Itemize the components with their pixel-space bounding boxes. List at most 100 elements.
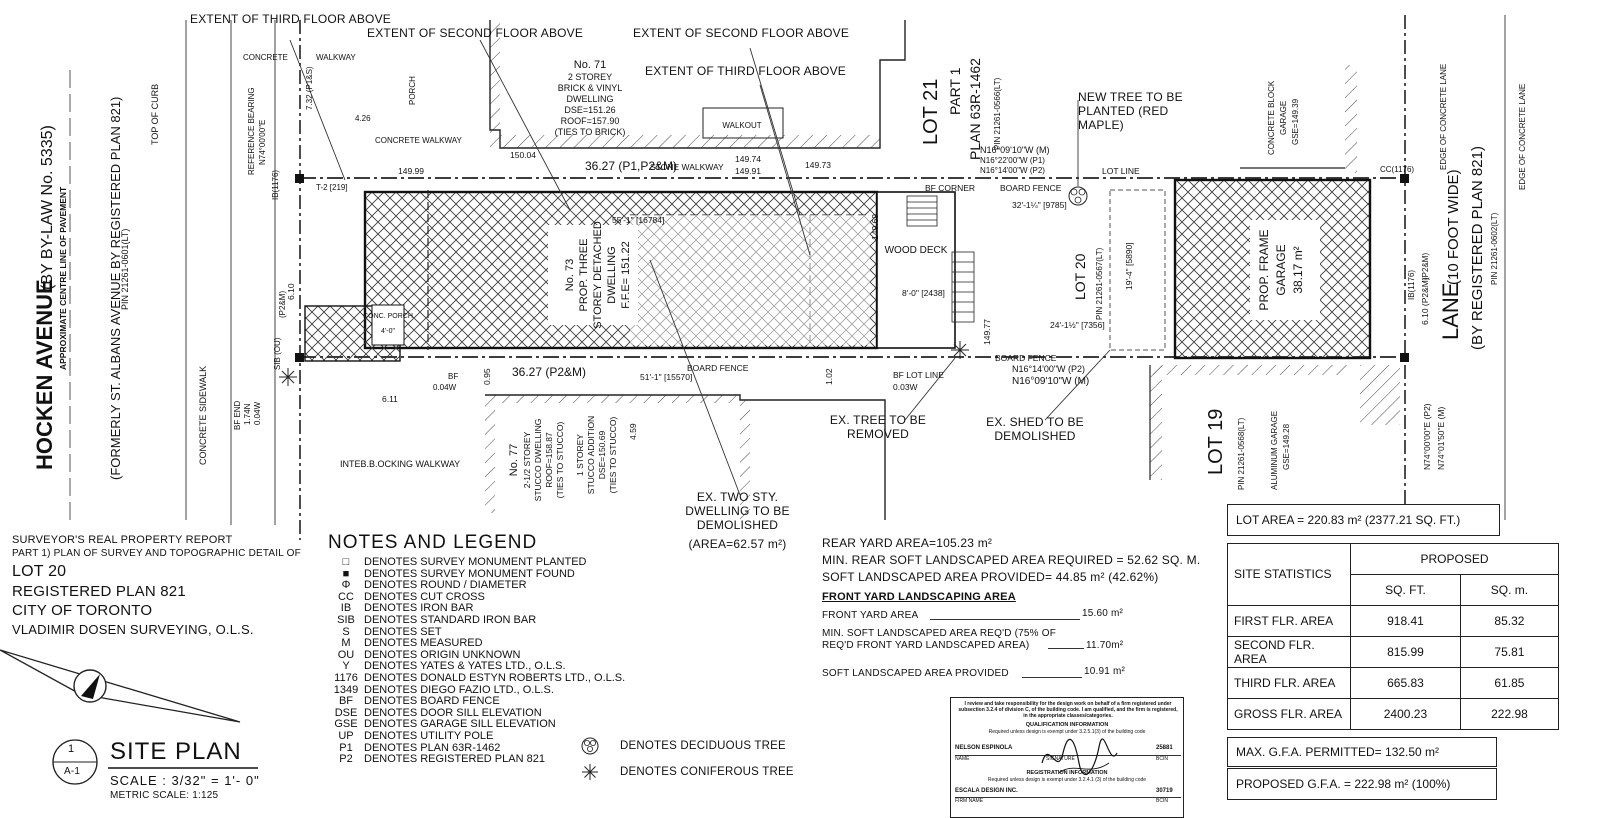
bearing-top-1: N16°22'00"W (P1) bbox=[980, 156, 1045, 165]
designer-name: NELSON ESPINOLA bbox=[955, 745, 1013, 751]
no77-line-3: ROOF=158.87 bbox=[544, 432, 554, 488]
front-yard-title: FRONT YARD LANDSCAPING AREA bbox=[822, 591, 1016, 603]
title-number: 1 bbox=[68, 743, 75, 755]
callout-ex-shed: EX. SHED TO BE DEMOLISHED bbox=[986, 415, 1084, 443]
leader-lines bbox=[289, 39, 1111, 496]
proposed-gfa: PROPOSED G.F.A. = 222.98 m² (100%) bbox=[1236, 777, 1451, 791]
dim-lot-width: 19'-4" [5890] bbox=[1124, 242, 1134, 290]
deck-stairs bbox=[906, 195, 975, 323]
no71-line-0: No. 71 bbox=[574, 59, 606, 71]
max-gfa: MAX. G.F.A. PERMITTED= 132.50 m² bbox=[1236, 745, 1440, 759]
soft-prov-leader bbox=[1022, 677, 1082, 678]
sig-line bbox=[955, 755, 1181, 756]
firm-label: FIRM NAME bbox=[955, 798, 984, 804]
qualification-subtitle: Required unless design is exempt under 3… bbox=[988, 729, 1146, 735]
front-label-7: T-2 [219] bbox=[316, 183, 348, 192]
callout-ex-dwelling-area: (AREA=62.57 m²) bbox=[688, 537, 787, 551]
dim-front-setback: 6.11 bbox=[382, 394, 398, 404]
no77b-line-3: (TIES TO STUCCO) bbox=[608, 417, 618, 494]
stat-sqm: 75.81 bbox=[1459, 636, 1560, 668]
max-gfa-box: MAX. G.F.A. PERMITTED= 132.50 m² bbox=[1227, 737, 1497, 767]
legend-symbol: M bbox=[341, 637, 351, 650]
legend-symbol: CC bbox=[338, 590, 354, 603]
legend-symbol: 1176 bbox=[334, 672, 358, 684]
elev-2: 149.91 bbox=[735, 166, 761, 176]
no77-line-0: No. 77 bbox=[508, 444, 520, 476]
legend-symbol: DSE bbox=[334, 706, 358, 719]
alum-garage-1: ALUMINUM GARAGE bbox=[1270, 411, 1279, 490]
report-line-1: SURVEYOR'S REAL PROPERTY REPORT bbox=[12, 534, 233, 546]
lot-area-box: LOT AREA = 220.83 m² (2377.21 SQ. FT.) bbox=[1227, 504, 1500, 536]
lane-edge-1: EDGE OF CONCRETE LANE bbox=[1439, 64, 1448, 170]
dim-rear-yard: 32'-1¼" [9785] bbox=[1012, 200, 1067, 210]
stat-label: FIRST FLR. AREA bbox=[1227, 605, 1351, 637]
name-label: NAME bbox=[955, 756, 970, 762]
front-label-15: IB(1176) bbox=[1407, 270, 1416, 300]
dwelling-line-3: DWELLING bbox=[606, 246, 618, 303]
lane-plan: (BY REGISTERED PLAN 821) bbox=[1469, 146, 1486, 350]
title-metric-scale: METRIC SCALE: 1:125 bbox=[110, 790, 219, 801]
no77-line-2: STUCCO DWELLING bbox=[533, 419, 543, 502]
lane-width: (10 FOOT WIDE) bbox=[1445, 169, 1462, 285]
upper-floor-area bbox=[630, 215, 870, 345]
board-fence-mid: BOARD FENCE bbox=[995, 353, 1057, 363]
block-garage-hatch bbox=[1345, 65, 1357, 173]
block-garage-3: GSE=149.39 bbox=[1291, 98, 1300, 145]
legend-text: DENOTES ORIGIN UNKNOWN bbox=[364, 648, 521, 661]
firm-bcin-label: BCIN bbox=[1156, 798, 1168, 804]
neighbour-77-add-hatch bbox=[740, 400, 750, 520]
callout-third-floor-right: EXTENT OF THIRD FLOOR ABOVE bbox=[645, 64, 846, 78]
soft-prov-label: SOFT LANDSCAPED AREA PROVIDED bbox=[822, 668, 1009, 679]
firm-bcin: 30719 bbox=[1156, 788, 1173, 794]
col-sqm: SQ. m. bbox=[1459, 574, 1560, 606]
front-labels: CONCRETE WALKWAY PORCH CONCRETE WALKWAY … bbox=[233, 53, 1430, 430]
dim-lane-width: 6.10 (P2&M) bbox=[1420, 277, 1430, 325]
no77-label: No. 77 2-1/2 STOREY STUCCO DWELLING ROOF… bbox=[508, 416, 618, 502]
report-line-2: PART 1) PLAN OF SURVEY AND TOPOGRAPHIC D… bbox=[12, 548, 301, 559]
legend-text: DENOTES MEASURED bbox=[364, 637, 483, 650]
pin19-label: PIN 21261-0568(LT) bbox=[1237, 417, 1246, 490]
wood-deck-label-0: WOOD DECK bbox=[885, 245, 948, 256]
dwelling-label-bg bbox=[548, 225, 638, 325]
report-city: CITY OF TORONTO bbox=[12, 602, 153, 619]
front-yard-leader bbox=[930, 619, 1080, 620]
dim-house-len: 55'-1" [16784] bbox=[612, 215, 664, 225]
front-label-2: PORCH bbox=[408, 76, 417, 105]
stat-sqm: 61.85 bbox=[1459, 667, 1560, 699]
legend-text: DENOTES REGISTERED PLAN 821 bbox=[364, 753, 545, 766]
declaration-box: I review and take responsibility for the… bbox=[950, 697, 1184, 818]
lot21-label: LOT 21 bbox=[920, 79, 942, 145]
front-label-8: SIB (OU) bbox=[273, 337, 282, 370]
no71-line-2: BRICK & VINYL bbox=[558, 83, 623, 93]
new-tree-icon bbox=[1068, 186, 1088, 206]
stat-sqft: 665.83 bbox=[1350, 667, 1461, 699]
garage-label: PROP. FRAME GARAGE 38.17 m² bbox=[1257, 229, 1305, 310]
legend-text: DENOTES GARAGE SILL ELEVATION bbox=[364, 718, 556, 731]
legend-item: □DENOTES SURVEY MONUMENT PLANTED bbox=[332, 556, 587, 568]
conc-porch bbox=[371, 304, 405, 346]
no77b-line-0: 1 STOREY bbox=[575, 434, 585, 476]
garage-label-bg bbox=[1250, 220, 1320, 320]
stat-sqft: 815.99 bbox=[1350, 636, 1461, 668]
front-label-13: 0.04W bbox=[433, 383, 457, 392]
proposed-header: PROPOSED bbox=[1350, 543, 1559, 575]
soft-prov-value: 10.91 m² bbox=[1084, 666, 1126, 677]
garage-line-2: 38.17 m² bbox=[1291, 246, 1305, 293]
bearing-top-2: N16°14'00"W (P2) bbox=[980, 166, 1045, 175]
street-formerly: (FORMERLY ST. ALBANS AVENUE BY REGISTERE… bbox=[108, 97, 123, 480]
lane-bearing-1: N74°01'50"E (M) bbox=[1436, 407, 1446, 470]
part1-label: PART 1 bbox=[947, 67, 963, 115]
firm-name: ESCALA DESIGN INC. bbox=[955, 788, 1018, 794]
neighbour-71-wall-hatch bbox=[500, 135, 880, 148]
front-label-5: 4.26 bbox=[355, 114, 371, 123]
lot20-pin: PIN 21261-0567(LT) bbox=[1095, 247, 1104, 320]
neighbour-71-hatch bbox=[490, 20, 500, 150]
no77-line-4: (TIES TO STUCCO) bbox=[555, 422, 565, 499]
callout-ex-dwelling: EX. TWO STY. DWELLING TO BE DEMOLISHED bbox=[685, 490, 790, 532]
lot19-label: LOT 19 bbox=[1205, 409, 1227, 475]
